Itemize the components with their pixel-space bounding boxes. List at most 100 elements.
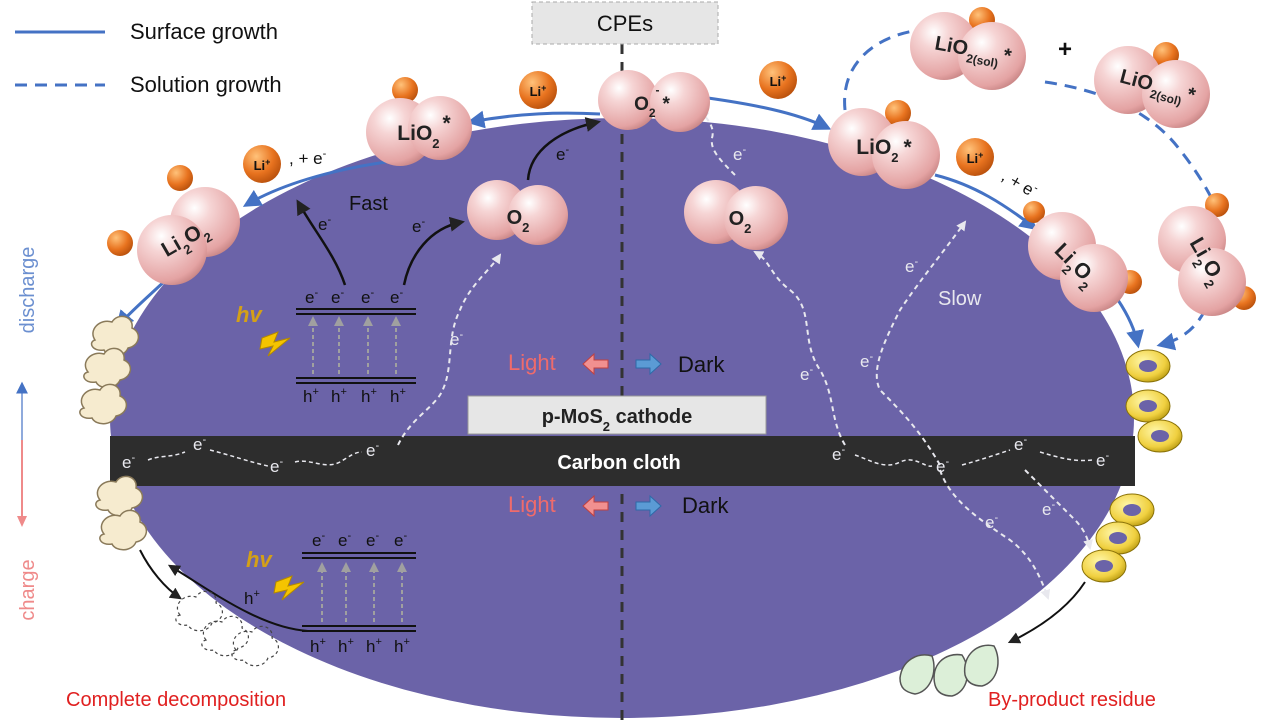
svg-text:e-: e- — [270, 456, 283, 476]
plus-sign: + — [1058, 36, 1072, 63]
decomposed-outline-left — [175, 590, 279, 667]
dark-label-lower: Dark — [682, 493, 729, 518]
svg-text:e-: e- — [1096, 450, 1109, 470]
lio2-solution-2: LiO2(sol)* — [1094, 42, 1210, 128]
complete-decomposition-caption: Complete decomposition — [66, 689, 286, 711]
light-arrow-upper — [582, 352, 609, 376]
carbon-wave-right — [854, 449, 1093, 467]
li2o2-left: Li2O2 — [107, 165, 240, 285]
hv-label-lower: hv — [246, 547, 273, 572]
carbon-cloth-label: Carbon cloth — [557, 452, 680, 474]
svg-text:e-: e- — [122, 452, 135, 472]
byproduct-residue-shapes — [899, 644, 999, 697]
h-plus-label: h+ — [244, 588, 260, 608]
solution-arrow-to-ring — [1156, 309, 1207, 351]
svg-text:e-: e- — [905, 256, 918, 276]
surface-arrow-superoxide-to-lio2-right — [707, 96, 832, 130]
electron-arrow-o2-to-superoxide — [526, 117, 601, 181]
lightning-icon-upper — [259, 331, 291, 357]
svg-text:LiO2*: LiO2* — [856, 136, 912, 165]
cathode-label-box — [467, 395, 767, 435]
svg-text:O2-*: O2-* — [634, 83, 670, 120]
light-label-upper: Light — [508, 350, 556, 375]
svg-text:e-: e- — [331, 287, 344, 307]
light-arrow-lower — [582, 494, 609, 518]
li-ion-right: Li+ — [956, 138, 994, 176]
dark-arrow-lower — [635, 494, 662, 518]
svg-text:e-: e- — [312, 530, 325, 550]
svg-text:LiO2(sol)*: LiO2(sol)* — [932, 33, 1013, 73]
svg-text:h+: h+ — [303, 386, 319, 406]
byproduct-rings-lower — [1081, 493, 1155, 583]
electron-label-mid: e- — [412, 216, 425, 236]
lio2-adsorbed-right: LiO2* — [828, 100, 940, 189]
solution-arrow-path — [843, 28, 921, 111]
svg-text:e-: e- — [390, 287, 403, 307]
charge-arrowhead — [17, 516, 27, 527]
svg-text:e-: e- — [733, 144, 746, 164]
dark-label-upper: Dark — [678, 352, 725, 377]
plus-electron-right: , + e- — [998, 165, 1041, 201]
charge-label: charge — [17, 559, 39, 620]
electron-arrow-to-o2 — [402, 216, 465, 286]
lio2-solution-1: LiO2(sol)* — [910, 7, 1026, 90]
svg-text:e-: e- — [366, 530, 379, 550]
svg-text:e-: e- — [338, 530, 351, 550]
o2-molecule-left: O2 — [467, 180, 568, 245]
byproduct-arrow — [1007, 581, 1086, 644]
solution-arrow-across — [1044, 80, 1217, 206]
lio2-adsorbed-left: LiO2* — [366, 77, 472, 166]
decomposition-arrow — [139, 549, 182, 600]
carbon-wave-left — [147, 449, 363, 467]
svg-text:e-: e- — [936, 456, 949, 476]
svg-text:h+: h+ — [390, 386, 406, 406]
discharge-label: discharge — [17, 247, 39, 334]
svg-text:e-: e- — [394, 530, 407, 550]
svg-text:O2: O2 — [729, 208, 752, 236]
svg-text:h+: h+ — [310, 636, 326, 656]
electron-label-left: e- — [318, 214, 331, 234]
svg-text:O2: O2 — [507, 207, 530, 235]
legend-surface-label: Surface growth — [130, 19, 278, 44]
legend-solution-label: Solution growth — [130, 72, 282, 97]
li2o2-right: Li2O2 — [1023, 201, 1142, 312]
cpes-box — [531, 1, 719, 45]
svg-text:e-: e- — [800, 364, 813, 384]
band-diagram-upper: e- e- e- e- h+ h+ h+ h+ — [296, 287, 416, 406]
lightning-icon-lower — [273, 575, 305, 601]
byproduct-residue-caption: By-product residue — [988, 689, 1156, 711]
hv-label-upper: hv — [236, 302, 263, 327]
slow-label: Slow — [938, 288, 982, 310]
li2o2-deposits-left — [79, 315, 148, 551]
svg-text:LiO2*: LiO2* — [397, 112, 451, 151]
cpes-label: CPEs — [597, 11, 653, 36]
li2o2-solution: Li2O2 — [1158, 193, 1256, 316]
surface-arrow-superoxide-to-lio2 — [466, 110, 601, 129]
svg-text:e-: e- — [366, 440, 379, 460]
svg-text:e-: e- — [860, 351, 873, 371]
cathode-label: p-MoS2 cathode — [542, 406, 693, 434]
svg-text:Li+: Li+ — [530, 83, 547, 99]
svg-text:h+: h+ — [366, 636, 382, 656]
surface-arrow-li2o2-to-surface-right — [1116, 299, 1144, 349]
carbon-electron-labels: e- e- e- e- e- e- e- e- — [122, 434, 1109, 476]
svg-text:e-: e- — [193, 434, 206, 454]
svg-text:Li+: Li+ — [254, 157, 271, 173]
hole-transfer-arrow — [167, 564, 309, 632]
svg-text:Li+: Li+ — [770, 73, 787, 89]
dark-arrow-upper — [635, 352, 662, 376]
electron-paths — [397, 110, 1093, 600]
svg-text:e-: e- — [450, 329, 463, 349]
svg-text:e-: e- — [985, 512, 998, 532]
svg-text:e-: e- — [361, 287, 374, 307]
svg-text:e-: e- — [1014, 434, 1027, 454]
electron-labels: e- e- e- e- e- e- e- — [450, 144, 1055, 532]
svg-text:e-: e- — [305, 287, 318, 307]
carbon-cloth-bar — [110, 436, 1135, 486]
li-ion-top-right: Li+ — [759, 61, 797, 99]
svg-text:h+: h+ — [338, 636, 354, 656]
svg-text:h+: h+ — [394, 636, 410, 656]
band-diagram-lower: e- e- e- e- h+ h+ h+ h+ — [302, 530, 416, 656]
fast-label: Fast — [349, 193, 388, 215]
